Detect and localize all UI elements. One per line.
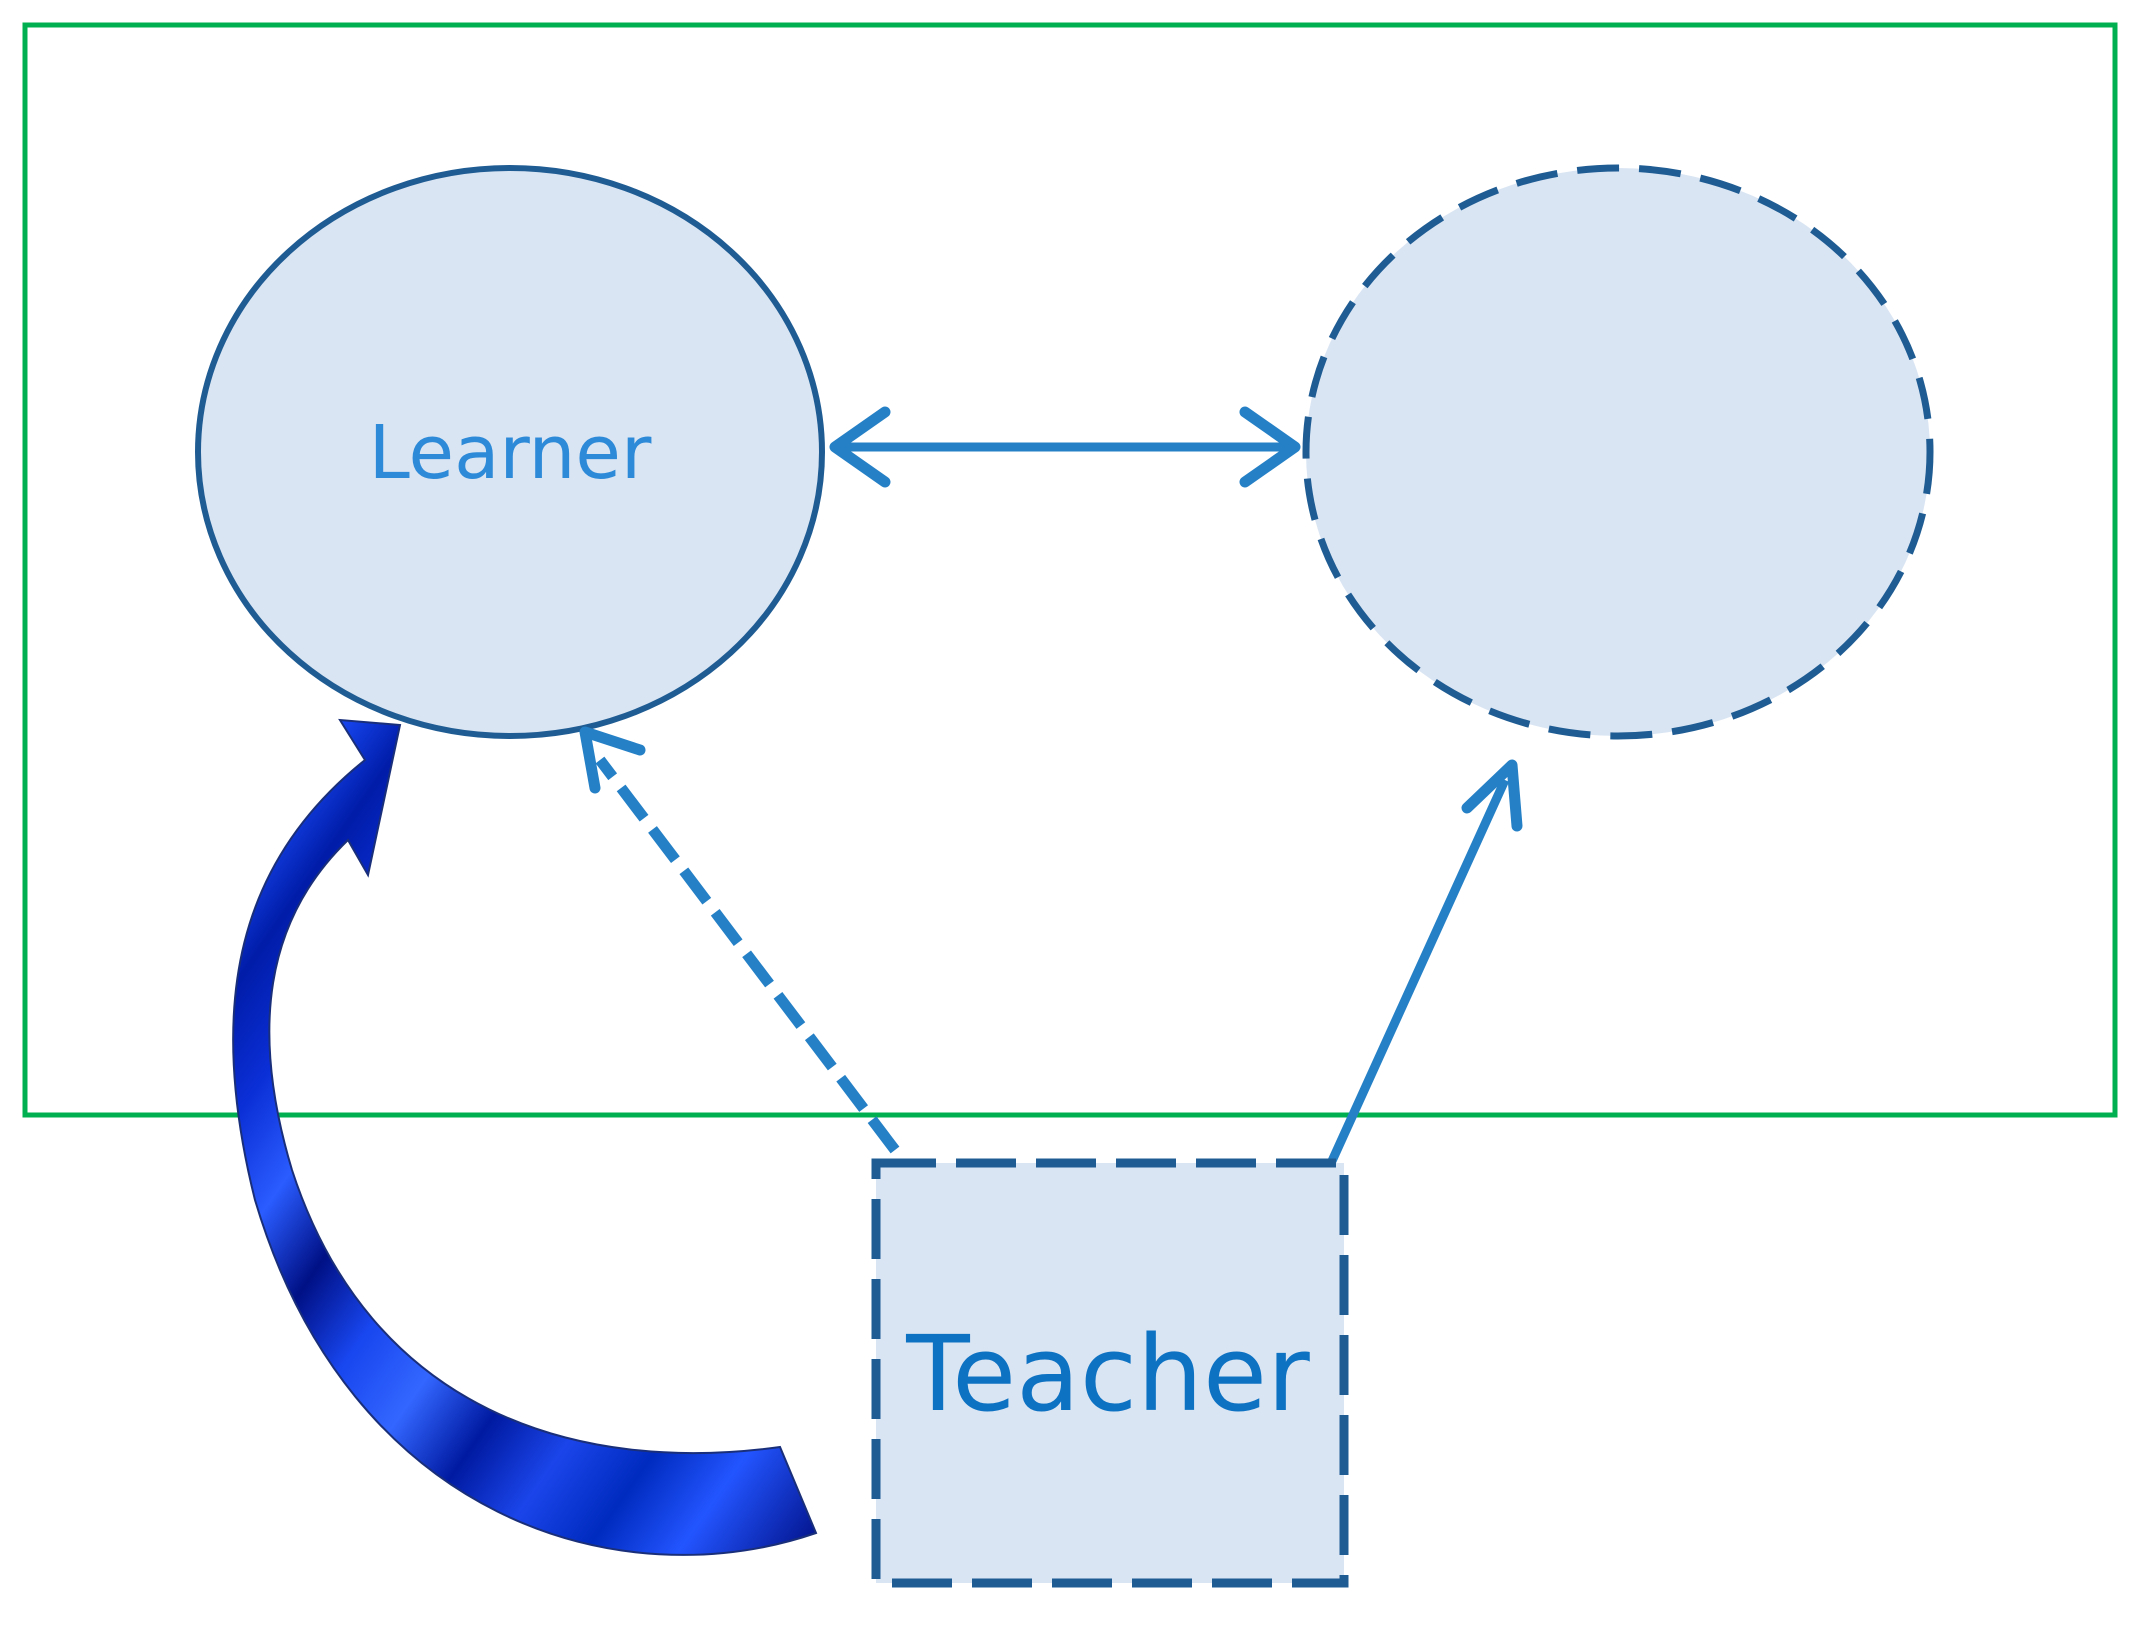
learner-node — [195, 165, 825, 739]
solid-arrow-head — [1461, 759, 1523, 832]
bidirectional-right-head — [1239, 406, 1301, 488]
unlabeled-node — [1302, 164, 1934, 740]
dashed-arrow-head — [579, 726, 646, 794]
curved-feedback-arrow — [232, 718, 818, 1556]
learner-label: Learner — [369, 410, 652, 496]
teacher-to-unlabeled-arrow — [1322, 778, 1510, 1174]
teacher-node — [871, 1158, 1349, 1588]
environment-frame — [22, 22, 2118, 1118]
bidirectional-left-head — [829, 406, 891, 488]
teacher-label: Teacher — [905, 1313, 1310, 1435]
teacher-to-learner-dashed-arrow — [595, 756, 900, 1154]
